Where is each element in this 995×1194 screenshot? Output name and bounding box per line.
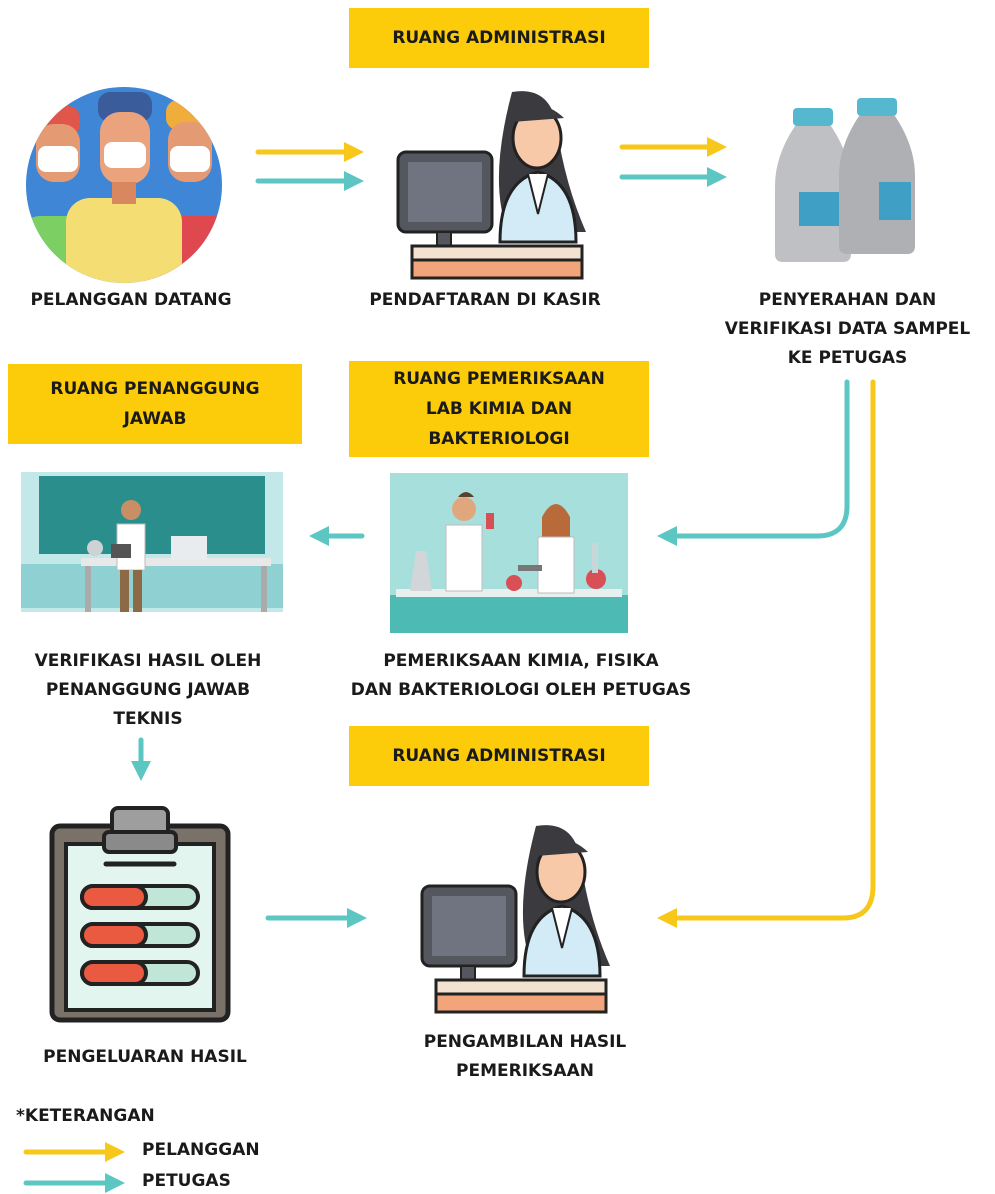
arrow-pelanggan-to-pickup (657, 379, 876, 928)
legend-label-pelanggan: PELANGGAN (142, 1140, 260, 1160)
results-clipboard-icon (49, 806, 231, 1023)
arrow-petugas-to-lab (657, 379, 850, 546)
lab-scientists-illustration (390, 473, 628, 633)
room-label-admin-top: RUANG ADMINISTRASI (349, 8, 649, 68)
caption-pendaftaran: PENDAFTARAN DI KASIR (369, 290, 601, 310)
cashier-at-computer-icon-bottom (420, 825, 610, 1014)
room-label-admin-bottom: RUANG ADMINISTRASI (349, 726, 649, 786)
room-label-pemeriksaan: RUANG PEMERIKSAAN LAB KIMIA DAN BAKTERIO… (349, 361, 649, 457)
caption-pelanggan-datang: PELANGGAN DATANG (30, 290, 232, 310)
caption-penyerahan: PENYERAHAN DAN VERIFIKASI DATA SAMPEL KE… (724, 290, 971, 368)
cashier-at-computer-icon (396, 91, 586, 280)
legend-title: *KETERANGAN (16, 1106, 155, 1126)
caption-pengeluaran: PENGELUARAN HASIL (43, 1047, 247, 1067)
customers-masked-icon (26, 87, 222, 283)
room-label-penanggung: RUANG PENANGGUNG JAWAB (8, 364, 302, 444)
lab-supervisor-illustration (21, 472, 283, 632)
sample-bottles-icon (775, 98, 915, 262)
caption-pengambilan: PENGAMBILAN HASIL PEMERIKSAAN (423, 1032, 627, 1081)
caption-pemeriksaan: PEMERIKSAAN KIMIA, FISIKA DAN BAKTERIOLO… (350, 651, 692, 700)
caption-verifikasi: VERIFIKASI HASIL OLEH PENANGGUNG JAWAB T… (34, 651, 262, 729)
legend-label-petugas: PETUGAS (142, 1171, 231, 1191)
